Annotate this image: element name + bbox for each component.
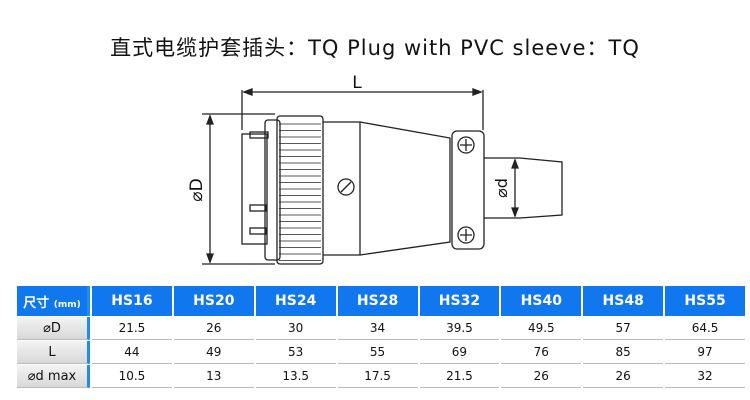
table-cell: 26	[583, 365, 664, 388]
table-header-row: 尺寸 (mm) HS16 HS20 HS24 HS28 HS32 HS40 HS…	[17, 286, 745, 316]
table-cell: 49.5	[501, 317, 582, 340]
table-cell: 26	[173, 317, 254, 340]
spec-table: 尺寸 (mm) HS16 HS20 HS24 HS28 HS32 HS40 HS…	[15, 285, 747, 389]
table-cell: 21.5	[419, 365, 500, 388]
dimension-L: L	[241, 73, 484, 130]
header-size-label: 尺寸 (mm)	[17, 286, 90, 316]
column-header: HS32	[419, 286, 500, 316]
table-cell: 17.5	[337, 365, 418, 388]
table-cell: 39.5	[419, 317, 500, 340]
table-cell: 34	[337, 317, 418, 340]
table-cell: 21.5	[92, 317, 172, 340]
label-d: ⌀d	[492, 178, 511, 198]
column-header: HS40	[501, 286, 582, 316]
table-cell: 55	[337, 341, 418, 364]
column-header: HS20	[173, 286, 254, 316]
column-header: HS55	[665, 286, 745, 316]
table-cell: 10.5	[92, 365, 172, 388]
column-header: HS48	[583, 286, 664, 316]
table-cell: 32	[665, 365, 745, 388]
table-cell: 97	[665, 341, 745, 364]
label-D: ⌀D	[187, 178, 207, 201]
page-title: 直式电缆护套插头：TQ Plug with PVC sleeve：TQ	[110, 36, 640, 60]
table-cell: 69	[419, 341, 500, 364]
table-cell: 30	[255, 317, 336, 340]
connector-body	[241, 115, 563, 265]
row-label: L	[17, 341, 90, 364]
column-header: HS28	[337, 286, 418, 316]
connector-drawing: L ⌀D ⌀d	[187, 73, 563, 265]
header-unit: (mm)	[53, 299, 81, 310]
table-cell: 26	[501, 365, 582, 388]
table-cell: 57	[583, 317, 664, 340]
table-cell: 64.5	[665, 317, 745, 340]
table-cell: 13	[173, 365, 254, 388]
table-cell: 13.5	[255, 365, 336, 388]
table-cell: 44	[92, 341, 172, 364]
column-header: HS24	[255, 286, 336, 316]
table-cell: 53	[255, 341, 336, 364]
table-cell: 49	[173, 341, 254, 364]
table-cell: 85	[583, 341, 664, 364]
dimension-d: ⌀d	[492, 158, 519, 218]
header-label-text: 尺寸	[23, 295, 50, 311]
column-header: HS16	[92, 286, 172, 316]
table-cell: 76	[501, 341, 582, 364]
row-label: ⌀D	[17, 317, 90, 340]
dimension-D: ⌀D	[187, 113, 275, 265]
label-L: L	[352, 73, 362, 93]
row-label: ⌀d max	[17, 365, 90, 388]
